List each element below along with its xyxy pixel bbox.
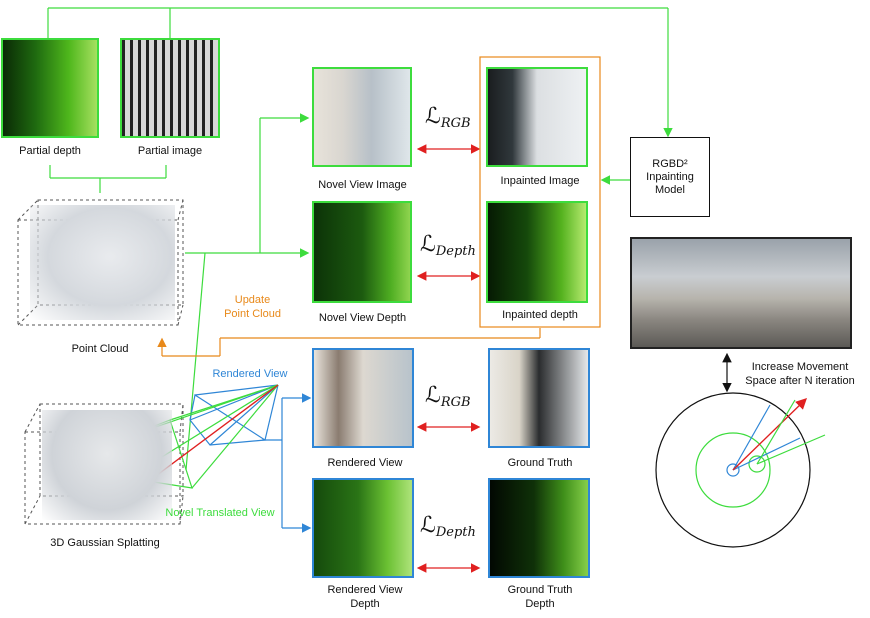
inpainting-model-box: RGBD² Inpainting Model <box>630 137 710 217</box>
ground-truth-label: Ground Truth <box>507 457 573 469</box>
ground-truth-image <box>488 348 590 448</box>
update-point-cloud-label: Update Point Cloud <box>224 294 281 320</box>
novel-translated-view-label: Novel Translated View <box>165 507 275 519</box>
loss-rgb-top: ℒRGB <box>425 104 471 131</box>
panorama-image <box>630 237 852 349</box>
novel-view-depth <box>312 201 412 303</box>
inpainted-depth-label: Inpainted depth <box>502 309 578 321</box>
movement-label: Increase Movement Space after N iteratio… <box>745 361 855 387</box>
gaussian-splatting-image <box>42 410 172 520</box>
gaussian-splatting-label: 3D Gaussian Splatting <box>50 537 160 549</box>
novel-view-image <box>312 67 412 167</box>
rendered-split-lines <box>262 393 312 533</box>
rendered-view-depth-label: Rendered View Depth <box>327 584 403 610</box>
point-cloud-label: Point Cloud <box>71 343 129 355</box>
point-cloud-to-novel-lines <box>185 113 310 471</box>
inpainted-depth <box>486 201 588 303</box>
point-cloud-image <box>30 205 175 320</box>
novel-view-image-label: Novel View Image <box>318 179 407 191</box>
ground-truth-depth-label: Ground Truth Depth <box>507 584 573 610</box>
inpainted-image-label: Inpainted Image <box>500 175 580 187</box>
rendered-view-label: Rendered View <box>327 457 403 469</box>
inpainted-frame <box>479 56 601 328</box>
partial-depth-image <box>1 38 99 138</box>
ground-truth-depth-image <box>488 478 590 578</box>
loss-rgb-bottom: ℒRGB <box>425 383 471 410</box>
blue-camera-frustum <box>189 384 279 446</box>
partial-image-label: Partial image <box>137 145 203 157</box>
rendered-view-image <box>312 348 414 448</box>
movement-diagram <box>655 392 826 548</box>
rendered-view-depth-image <box>312 478 414 578</box>
partial-depth-label: Partial depth <box>19 145 81 157</box>
inpainted-image <box>486 67 588 167</box>
partial-image-image <box>120 38 220 138</box>
loss-depth-bottom: ℒDepth <box>420 513 476 540</box>
top-feedback-line <box>47 7 673 138</box>
update-point-cloud-line <box>157 328 541 357</box>
novel-view-depth-label: Novel View Depth <box>318 312 407 324</box>
loss-depth-top: ℒDepth <box>420 232 476 259</box>
rendered-view-camera-label: Rendered View <box>212 368 288 380</box>
partial-merge-bracket <box>49 165 167 193</box>
